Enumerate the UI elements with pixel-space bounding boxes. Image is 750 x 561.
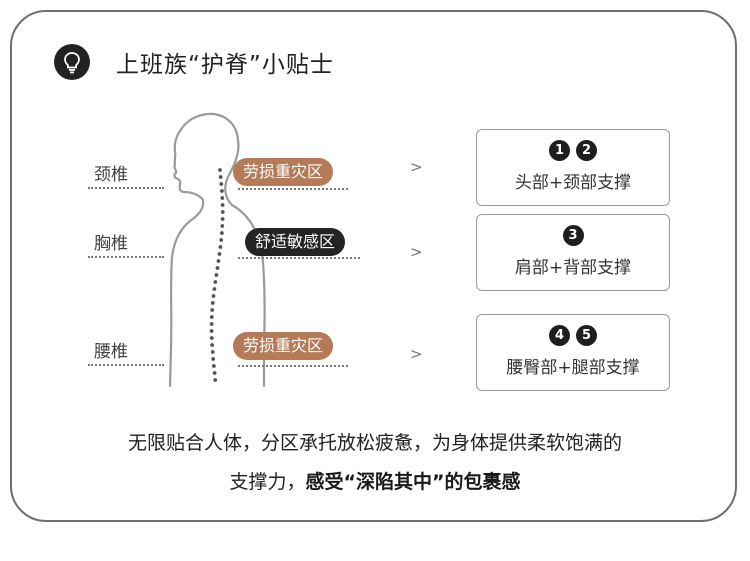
spine-dot (220, 189, 224, 193)
dotted-underline (238, 257, 360, 259)
spine-dot (210, 336, 214, 340)
spine-dot (210, 343, 214, 347)
spine-dot (210, 322, 214, 326)
spine-dot (212, 294, 216, 298)
spine-dot (213, 378, 217, 382)
spine-dot (213, 280, 217, 284)
spine-dot (210, 308, 214, 312)
spine-dot (219, 182, 223, 186)
spine-dot (221, 203, 225, 207)
dotted-underline (88, 187, 164, 189)
spine-dot (221, 217, 225, 221)
number-badge: 2 (576, 140, 597, 161)
spine-dot (216, 266, 220, 270)
spine-dot (210, 329, 214, 333)
number-badge: 1 (549, 140, 570, 161)
dotted-underline (88, 364, 164, 366)
dotted-underline (88, 256, 164, 258)
description-emphasis: 感受“深陷其中”的包裹感 (306, 471, 521, 493)
vertebra-label-cervical: 颈椎 (94, 160, 128, 185)
support-box-head-neck: 1 2 头部+颈部支撑 (476, 129, 670, 206)
spine-dot (211, 301, 215, 305)
spine-dot (220, 224, 224, 228)
support-box-waist-leg: 4 5 腰臀部+腿部支撑 (476, 314, 670, 391)
dotted-underline (238, 365, 348, 367)
description-plain: 支撑力， (230, 471, 306, 493)
chevron-right-icon: > (410, 158, 423, 176)
spine-dot (221, 210, 225, 214)
spine-dot (217, 259, 221, 263)
spine-dot (211, 357, 215, 361)
zone-badge-strain: 劳损重灾区 (233, 158, 333, 186)
spine-dot (220, 231, 224, 235)
zone-badge-strain: 劳损重灾区 (233, 332, 333, 360)
dotted-underline (238, 188, 348, 190)
support-label: 腰臀部+腿部支撑 (477, 353, 669, 378)
spine-dot (218, 168, 222, 172)
support-label: 头部+颈部支撑 (477, 168, 669, 193)
zone-badge-comfort: 舒适敏感区 (245, 228, 345, 256)
support-box-shoulder-back: 3 肩部+背部支撑 (476, 214, 670, 291)
spine-dot (213, 371, 217, 375)
vertebra-label-thoracic: 胸椎 (94, 229, 128, 254)
spine-dot (212, 364, 216, 368)
number-badge: 3 (563, 225, 584, 246)
spine-dot (211, 350, 215, 354)
spine-dot (219, 175, 223, 179)
number-badge: 4 (549, 325, 570, 346)
support-label: 肩部+背部支撑 (477, 253, 669, 278)
spine-dot (220, 196, 224, 200)
description-line-1: 无限贴合人体，分区承托放松疲惫，为身体提供柔软饱满的 (0, 428, 750, 455)
spine-dot (219, 238, 223, 242)
spine-dot (218, 252, 222, 256)
spine-dot (219, 245, 223, 249)
vertebra-label-lumbar: 腰椎 (94, 337, 128, 362)
spine-dot (210, 315, 214, 319)
chevron-right-icon: > (410, 243, 423, 261)
chevron-right-icon: > (410, 345, 423, 363)
number-badge: 5 (576, 325, 597, 346)
description-line-2: 支撑力，感受“深陷其中”的包裹感 (0, 467, 750, 494)
spine-dot (213, 287, 217, 291)
spine-dot (215, 273, 219, 277)
